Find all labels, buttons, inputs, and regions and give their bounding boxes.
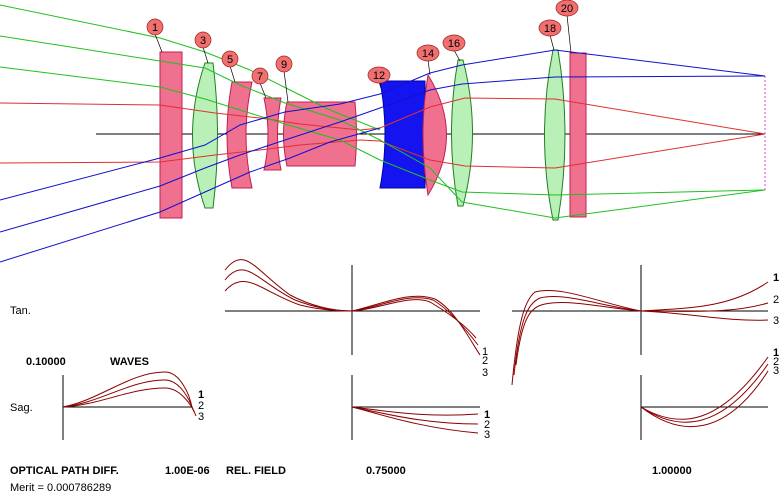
ray-bundle-green bbox=[0, 4, 766, 219]
rel-field-label: REL. FIELD bbox=[226, 465, 286, 477]
tan-label: Tan. bbox=[10, 305, 31, 317]
tan-mid-num-2: 2 bbox=[482, 355, 488, 367]
sag-mid-num-2: 2 bbox=[484, 419, 490, 431]
surface-label-9: 9 bbox=[281, 59, 287, 71]
tan-full-num-2: 2 bbox=[773, 294, 779, 306]
lens-element-18 bbox=[544, 49, 566, 221]
sag-zero-num-1: 1 bbox=[198, 389, 204, 401]
tan-mid-num-3: 3 bbox=[482, 367, 488, 379]
lens-element-3 bbox=[192, 62, 218, 209]
lens-element-14 bbox=[422, 73, 447, 197]
sag-full-num-1: 1 bbox=[773, 347, 779, 359]
sag-mid-num-3: 3 bbox=[484, 429, 490, 441]
surface-label-bubbles: 1 3 5 7 9 12 14 16 18 20 bbox=[146, 0, 579, 103]
tan-mid-num-1: 1 bbox=[482, 346, 488, 358]
surface-label-5: 5 bbox=[227, 54, 233, 66]
lens-element-1 bbox=[159, 51, 183, 219]
scale-value: 0.10000 bbox=[26, 356, 66, 368]
field-mid-value: 0.75000 bbox=[366, 465, 406, 477]
lens-element-16 bbox=[451, 59, 473, 207]
ray-bundle-blue bbox=[0, 49, 766, 263]
opd-curves bbox=[62, 259, 769, 434]
surface-label-14: 14 bbox=[422, 48, 434, 60]
opd-label: OPTICAL PATH DIFF. bbox=[10, 465, 119, 477]
surface-label-20: 20 bbox=[561, 3, 573, 15]
curve-number-labels: 1 2 3 1 2 3 1 2 3 1 2 3 1 2 3 bbox=[198, 272, 779, 441]
surface-label-18: 18 bbox=[544, 23, 556, 35]
field-full-value: 1.00000 bbox=[652, 465, 692, 477]
surface-label-16: 16 bbox=[448, 38, 460, 50]
sag-full-num-3: 3 bbox=[773, 365, 779, 377]
scale-unit: WAVES bbox=[110, 356, 149, 368]
surface-label-7: 7 bbox=[257, 71, 263, 83]
tan-full-num-3: 3 bbox=[773, 315, 779, 327]
surface-label-3: 3 bbox=[200, 35, 206, 47]
sag-full-num-2: 2 bbox=[773, 356, 779, 368]
lens-element-20 bbox=[569, 52, 587, 218]
merit-value: Merit = 0.000786289 bbox=[10, 482, 111, 492]
wavelength-value: 1.00E-06 bbox=[165, 465, 210, 477]
lens-element-5 bbox=[226, 81, 253, 189]
tan-full-num-1: 1 bbox=[773, 272, 779, 284]
sag-zero-num-3: 3 bbox=[198, 411, 204, 423]
sag-zero-num-2: 2 bbox=[198, 400, 204, 412]
sag-mid-num-1: 1 bbox=[484, 409, 490, 421]
sag-label: Sag. bbox=[10, 402, 33, 414]
surface-label-12: 12 bbox=[373, 70, 385, 82]
lens-element-12 bbox=[379, 80, 426, 189]
surface-label-1: 1 bbox=[152, 22, 158, 34]
ray-bundle-red bbox=[0, 97, 766, 169]
